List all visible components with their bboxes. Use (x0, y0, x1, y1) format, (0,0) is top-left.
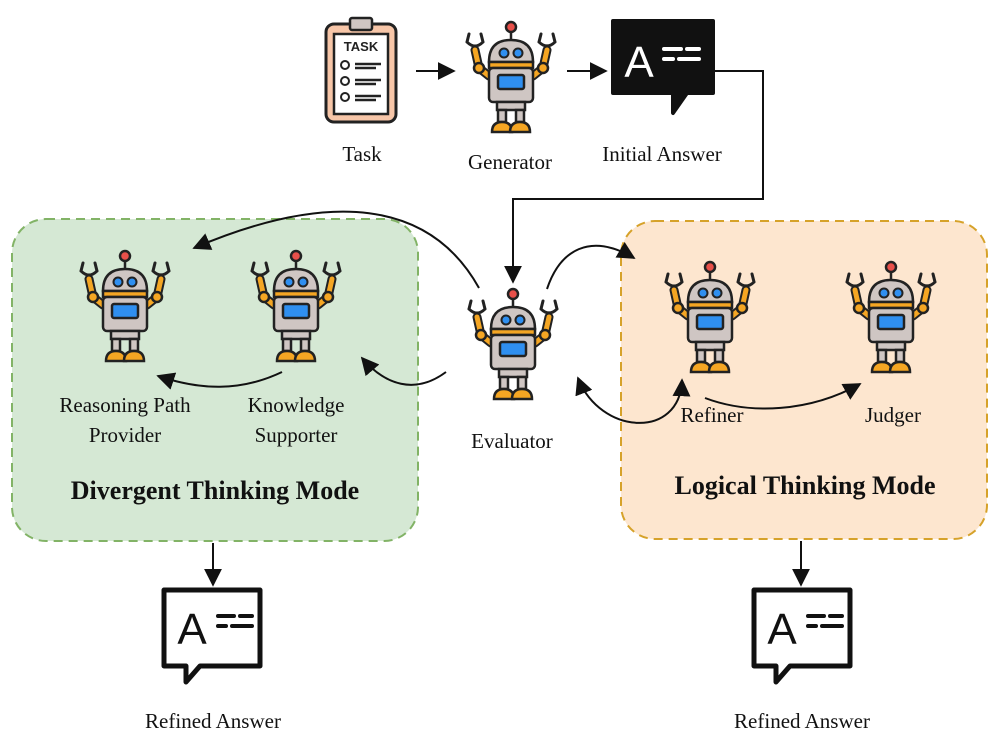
refined-answer-left-letter: A (177, 605, 207, 654)
refined-answer-right-icon: A (754, 590, 850, 682)
flow-arrows (156, 62, 862, 587)
refined-answer-right-label: Refined Answer (734, 709, 870, 733)
knowledge-supporter-label-line2: Supporter (255, 423, 338, 447)
task-icon-text: TASK (344, 39, 379, 54)
arrow-evaluator-to-logical (546, 242, 636, 290)
reasoning-path-provider-label-line2: Provider (89, 423, 161, 447)
evaluator-label: Evaluator (471, 429, 553, 453)
arrow-evaluator-to-knowledge (360, 356, 447, 386)
refiner-label: Refiner (681, 403, 744, 427)
judger-label: Judger (865, 403, 921, 427)
refined-answer-left-label: Refined Answer (145, 709, 281, 733)
arrow-refiner-to-judger (704, 383, 862, 410)
generator-label: Generator (468, 150, 552, 174)
task-label: Task (342, 142, 382, 166)
refined-answer-right-letter: A (767, 605, 797, 654)
arrow-refiner-evaluator (575, 376, 691, 424)
reasoning-path-provider-label-line1: Reasoning Path (59, 393, 191, 417)
initial-answer-letter: A (624, 38, 654, 87)
refined-answer-left-icon: A (164, 590, 260, 682)
task-clipboard-icon: TASK (324, 16, 398, 124)
arrow-knowledge-to-reasoning (156, 371, 283, 390)
logical-mode-title: Logical Thinking Mode (674, 471, 935, 500)
arrow-answer-to-evaluator (504, 70, 764, 284)
evaluator-robot-icon (469, 289, 557, 399)
initial-answer-icon: A (611, 19, 715, 115)
initial-answer-label: Initial Answer (602, 142, 722, 166)
generator-robot-icon (467, 22, 555, 132)
divergent-mode-title: Divergent Thinking Mode (71, 476, 359, 505)
arrow-evaluator-to-divergent (192, 210, 480, 289)
knowledge-supporter-label-line1: Knowledge (248, 393, 345, 417)
